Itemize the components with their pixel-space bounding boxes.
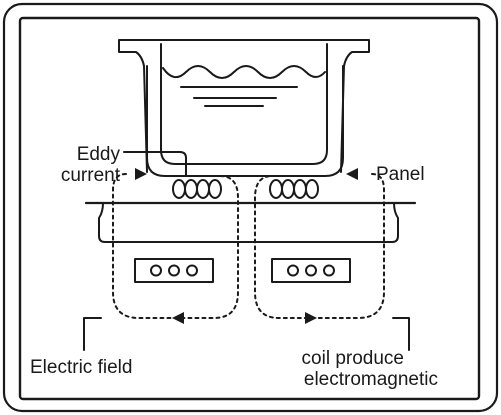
eddy-loops-left: [172, 179, 222, 199]
coil-left-windings: [150, 264, 198, 277]
water-surface: [162, 65, 326, 79]
panel-body: [98, 202, 399, 243]
pot-body-outer: [146, 65, 344, 177]
coil-label-line2: electromagnetic: [304, 369, 438, 390]
coil-right: [271, 258, 351, 283]
coil-left: [134, 258, 214, 283]
eddy-current-pointer: [123, 151, 187, 177]
eddy-loops-right: [269, 179, 319, 199]
eddy-label-line2: current: [61, 165, 121, 186]
arrow-left-top-icon: [135, 168, 147, 180]
electric-field-label: Electric field: [30, 357, 132, 378]
eddy-label-line1: Eddy: [77, 144, 121, 165]
inner-frame: [18, 16, 481, 401]
magnetic-field-loops: [112, 173, 385, 319]
panel-label: Panel: [376, 164, 425, 185]
electric-field-bracket: [83, 317, 102, 351]
coil-right-windings: [287, 264, 335, 277]
pot-body-inner: [160, 43, 328, 165]
arrow-right-top-icon: [346, 168, 358, 180]
arrow-left-bottom-icon: [172, 312, 184, 324]
pot-rim: [118, 39, 370, 173]
coil-bracket: [392, 317, 410, 351]
coil-label-line1: coil produce: [302, 348, 404, 369]
field-loop-right: [254, 173, 385, 319]
arrow-right-bottom-icon: [305, 312, 317, 324]
